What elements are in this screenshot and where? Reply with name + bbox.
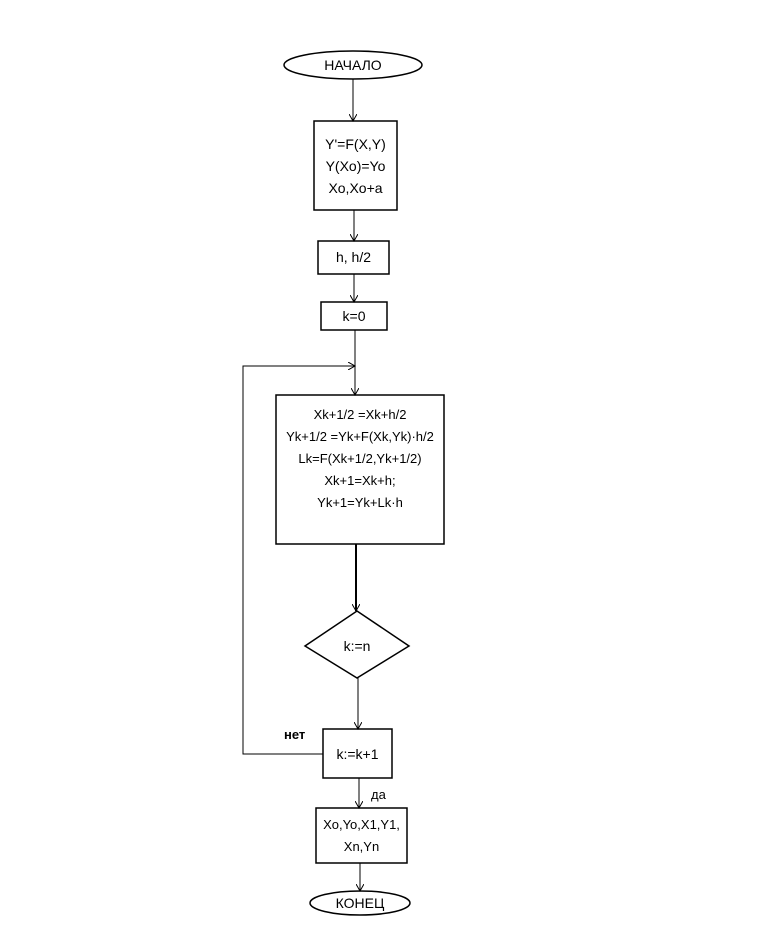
init-text: Y'=F(X,Y) Y(Xo)=Yo Xo,Xo+a xyxy=(314,133,397,199)
decision-label: k:=n xyxy=(343,638,371,654)
end-label: КОНЕЦ xyxy=(335,895,385,911)
output-text: Xo,Yo,X1,Y1, Xn,Yn xyxy=(316,814,407,858)
compute-line-4: Xk+1=Xk+h; xyxy=(324,473,396,488)
compute-line-2: Yk+1/2 =Yk+F(Xk,Yk)·h/2 xyxy=(286,429,434,444)
init-line-2: Y(Xo)=Yo xyxy=(325,158,386,174)
loop-back-line xyxy=(242,366,355,755)
no-branch-label: нет xyxy=(284,727,306,742)
init-line-3: Xo,Xo+a xyxy=(328,180,383,196)
compute-line-1: Xk+1/2 =Xk+h/2 xyxy=(313,407,407,422)
init-line-1: Y'=F(X,Y) xyxy=(325,136,386,152)
compute-block xyxy=(275,394,445,545)
counter-init-label: k=0 xyxy=(342,308,366,324)
increment-label: k:=k+1 xyxy=(336,746,379,762)
step-label: h, h/2 xyxy=(335,249,372,265)
decision-diamond xyxy=(303,610,411,679)
output-line-1: Xo,Yo,X1,Y1, xyxy=(323,817,400,832)
compute-text: Xk+1/2 =Xk+h/2 Yk+1/2 =Yk+F(Xk,Yk)·h/2 L… xyxy=(276,404,444,514)
compute-line-3: Lk=F(Xk+1/2,Yk+1/2) xyxy=(298,451,422,466)
yes-branch-label: да xyxy=(371,787,386,802)
start-label: НАЧАЛО xyxy=(324,57,382,73)
output-line-2: Xn,Yn xyxy=(343,839,380,854)
compute-line-5: Yk+1=Yk+Lk·h xyxy=(317,495,403,510)
